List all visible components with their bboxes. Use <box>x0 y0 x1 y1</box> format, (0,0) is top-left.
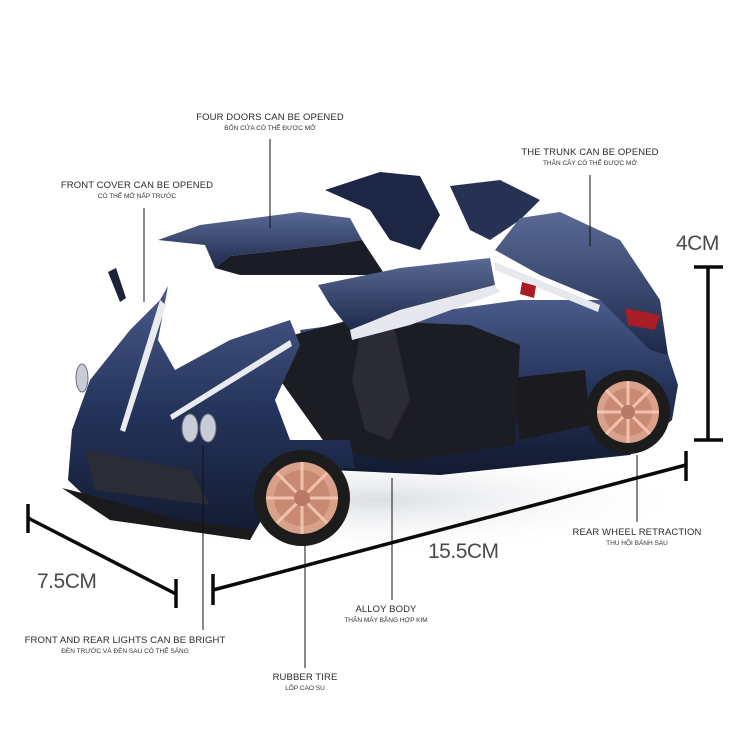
annotation-lights-vi: ĐÈN TRƯỚC VÀ ĐÈN SAU CÓ THỂ SÁNG <box>61 648 189 655</box>
engine-red-detail-2 <box>520 282 536 298</box>
annotation-four-doors: FOUR DOORS CAN BE OPENED BỐN CỬA CÓ THỂ … <box>196 112 344 133</box>
annotation-front-cover-en: FRONT COVER CAN BE OPENED <box>60 180 214 191</box>
annotation-rear-wheel: REAR WHEEL RETRACTION THU HỒI BÁNH SAU <box>573 527 702 548</box>
door-edge-trim <box>350 285 500 340</box>
side-mirror <box>108 268 126 302</box>
dimension-width-label: 7.5CM <box>37 570 97 593</box>
annotation-front-cover-vi: CÓ THỂ MỞ NẮP TRƯỚC <box>97 193 177 200</box>
dimension-height-label: 4CM <box>676 232 719 255</box>
annotation-rubber-tire-en: RUBBER TIRE <box>272 672 338 683</box>
annotation-lights: FRONT AND REAR LIGHTS CAN BE BRIGHT ĐÈN … <box>25 635 226 656</box>
trunk-trim <box>495 262 600 312</box>
right-door-open <box>325 172 440 250</box>
engine-red-detail <box>625 308 660 330</box>
annotation-trunk: THE TRUNK CAN BE OPENED THÂN CÂY CÓ THỂ … <box>521 147 658 168</box>
side-intake <box>510 370 590 440</box>
annotation-rubber-tire-vi: LỐP CAO SU <box>285 685 325 692</box>
dimension-lines <box>26 265 723 608</box>
annotation-alloy-body: ALLOY BODY THÂN MÁY BẰNG HỢP KIM <box>344 604 427 625</box>
headlight-far <box>75 363 89 393</box>
hood-stripe <box>120 300 166 432</box>
annotation-front-cover: FRONT COVER CAN BE OPENED CÓ THỂ MỞ NẮP … <box>61 180 213 201</box>
annotation-four-doors-en: FOUR DOORS CAN BE OPENED <box>196 112 344 123</box>
front-splitter <box>62 488 255 540</box>
headlight-left <box>181 413 199 443</box>
height-dimension <box>694 265 723 442</box>
annotation-rear-wheel-en: REAR WHEEL RETRACTION <box>572 527 702 538</box>
length-dimension <box>211 451 688 605</box>
headlight-right <box>199 413 217 443</box>
annotation-rubber-tire: RUBBER TIRE LỐP CAO SU <box>273 672 338 693</box>
annotation-trunk-vi: THÂN CÂY CÓ THỂ ĐƯỢC MỞ <box>542 160 638 167</box>
leader-lines <box>143 139 638 668</box>
front-grille <box>85 450 210 505</box>
trunk-cover-open <box>495 212 668 355</box>
seat <box>352 330 410 440</box>
hood-stripe-2 <box>170 340 292 420</box>
annotation-four-doors-vi: BỐN CỬA CÓ THỂ ĐƯỢC MỞ <box>224 125 316 132</box>
front-door-open <box>158 212 362 268</box>
rear-wheel <box>586 370 670 454</box>
front-door-underside <box>215 240 385 275</box>
right-rear-door-open <box>450 180 540 240</box>
annotation-trunk-en: THE TRUNK CAN BE OPENED <box>521 147 659 158</box>
rear-door-open <box>318 258 495 330</box>
annotation-alloy-body-en: ALLOY BODY <box>355 604 417 615</box>
width-dimension <box>26 504 178 608</box>
dimension-length-label: 15.5CM <box>428 540 499 563</box>
annotation-alloy-body-vi: THÂN MÁY BẰNG HỢP KIM <box>344 617 428 624</box>
front-wheel <box>254 450 350 546</box>
annotation-lights-en: FRONT AND REAR LIGHTS CAN BE BRIGHT <box>24 635 226 646</box>
annotation-rear-wheel-vi: THU HỒI BÁNH SAU <box>606 540 668 547</box>
